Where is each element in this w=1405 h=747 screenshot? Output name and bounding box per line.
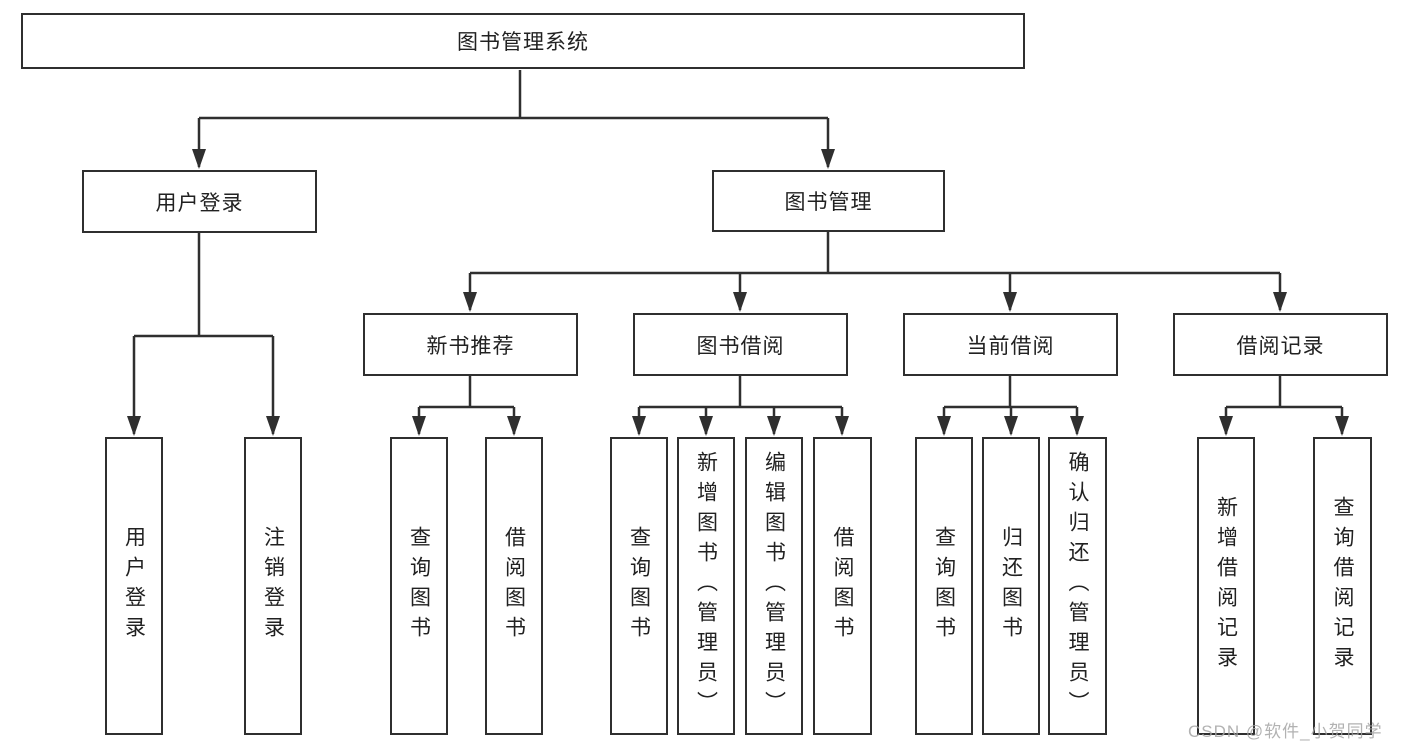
node-label: 用户登录 [155,191,244,215]
node-book-management: 图书管理 [712,170,945,232]
node-current-borrowing: 当前借阅 [903,313,1118,376]
node-label: 新书推荐 [426,334,515,358]
node-book-borrowing: 图书借阅 [633,313,848,376]
node-leaf-borrow-books-recommend: 借阅图书 [485,437,543,735]
node-leaf-borrow-books: 借阅图书 [813,437,872,735]
csdn-watermark: CSDN @软件_小贺同学 [1188,722,1383,741]
node-leaf-return-book: 归还图书 [982,437,1040,735]
connector-book-borrow-branch [632,376,849,436]
node-label: 注销登录 [261,526,285,646]
node-label: 编辑图书（管理员） [762,451,786,721]
node-label: 新增借阅记录 [1214,496,1238,676]
node-leaf-edit-book-admin: 编辑图书（管理员） [745,437,803,735]
node-leaf-query-books-current: 查询图书 [915,437,973,735]
node-label: 查询借阅记录 [1331,496,1354,676]
connector-current-borrow-branch [937,376,1084,436]
node-leaf-query-books-recommend: 查询图书 [390,437,448,735]
node-label: 查询图书 [627,526,651,646]
node-label: 查询图书 [932,526,956,646]
node-leaf-logout: 注销登录 [244,437,302,735]
connector-user-login-branch [127,233,280,436]
node-label: 借阅图书 [502,526,526,646]
node-library-management-system: 图书管理系统 [21,13,1025,69]
connector-borrow-records-branch [1219,376,1349,436]
node-leaf-user-login: 用户登录 [105,437,163,735]
node-label: 当前借阅 [966,334,1055,358]
node-label: 图书管理 [784,191,873,214]
node-user-login: 用户登录 [82,170,317,233]
node-label: 借阅图书 [831,526,854,646]
connector-book-management-branch [463,232,1287,312]
node-label: 新增图书（管理员） [694,451,718,721]
node-leaf-add-borrow-record: 新增借阅记录 [1197,437,1255,735]
node-label: 确认归还（管理员） [1066,451,1089,721]
connector-root-to-level2 [192,70,835,169]
node-label: 图书借阅 [696,334,785,358]
node-label: 用户登录 [122,526,146,646]
node-new-book-recommend: 新书推荐 [363,313,578,376]
node-leaf-query-books-borrow: 查询图书 [610,437,668,735]
node-leaf-query-borrow-record: 查询借阅记录 [1313,437,1372,735]
node-label: 归还图书 [999,526,1023,646]
connector-new-books-branch [412,376,521,436]
node-leaf-confirm-return-admin: 确认归还（管理员） [1048,437,1107,735]
node-label: 图书管理系统 [457,31,589,54]
node-leaf-add-book-admin: 新增图书（管理员） [677,437,735,735]
node-label: 查询图书 [407,526,431,646]
node-label: 借阅记录 [1236,334,1325,358]
node-borrowing-records: 借阅记录 [1173,313,1388,376]
